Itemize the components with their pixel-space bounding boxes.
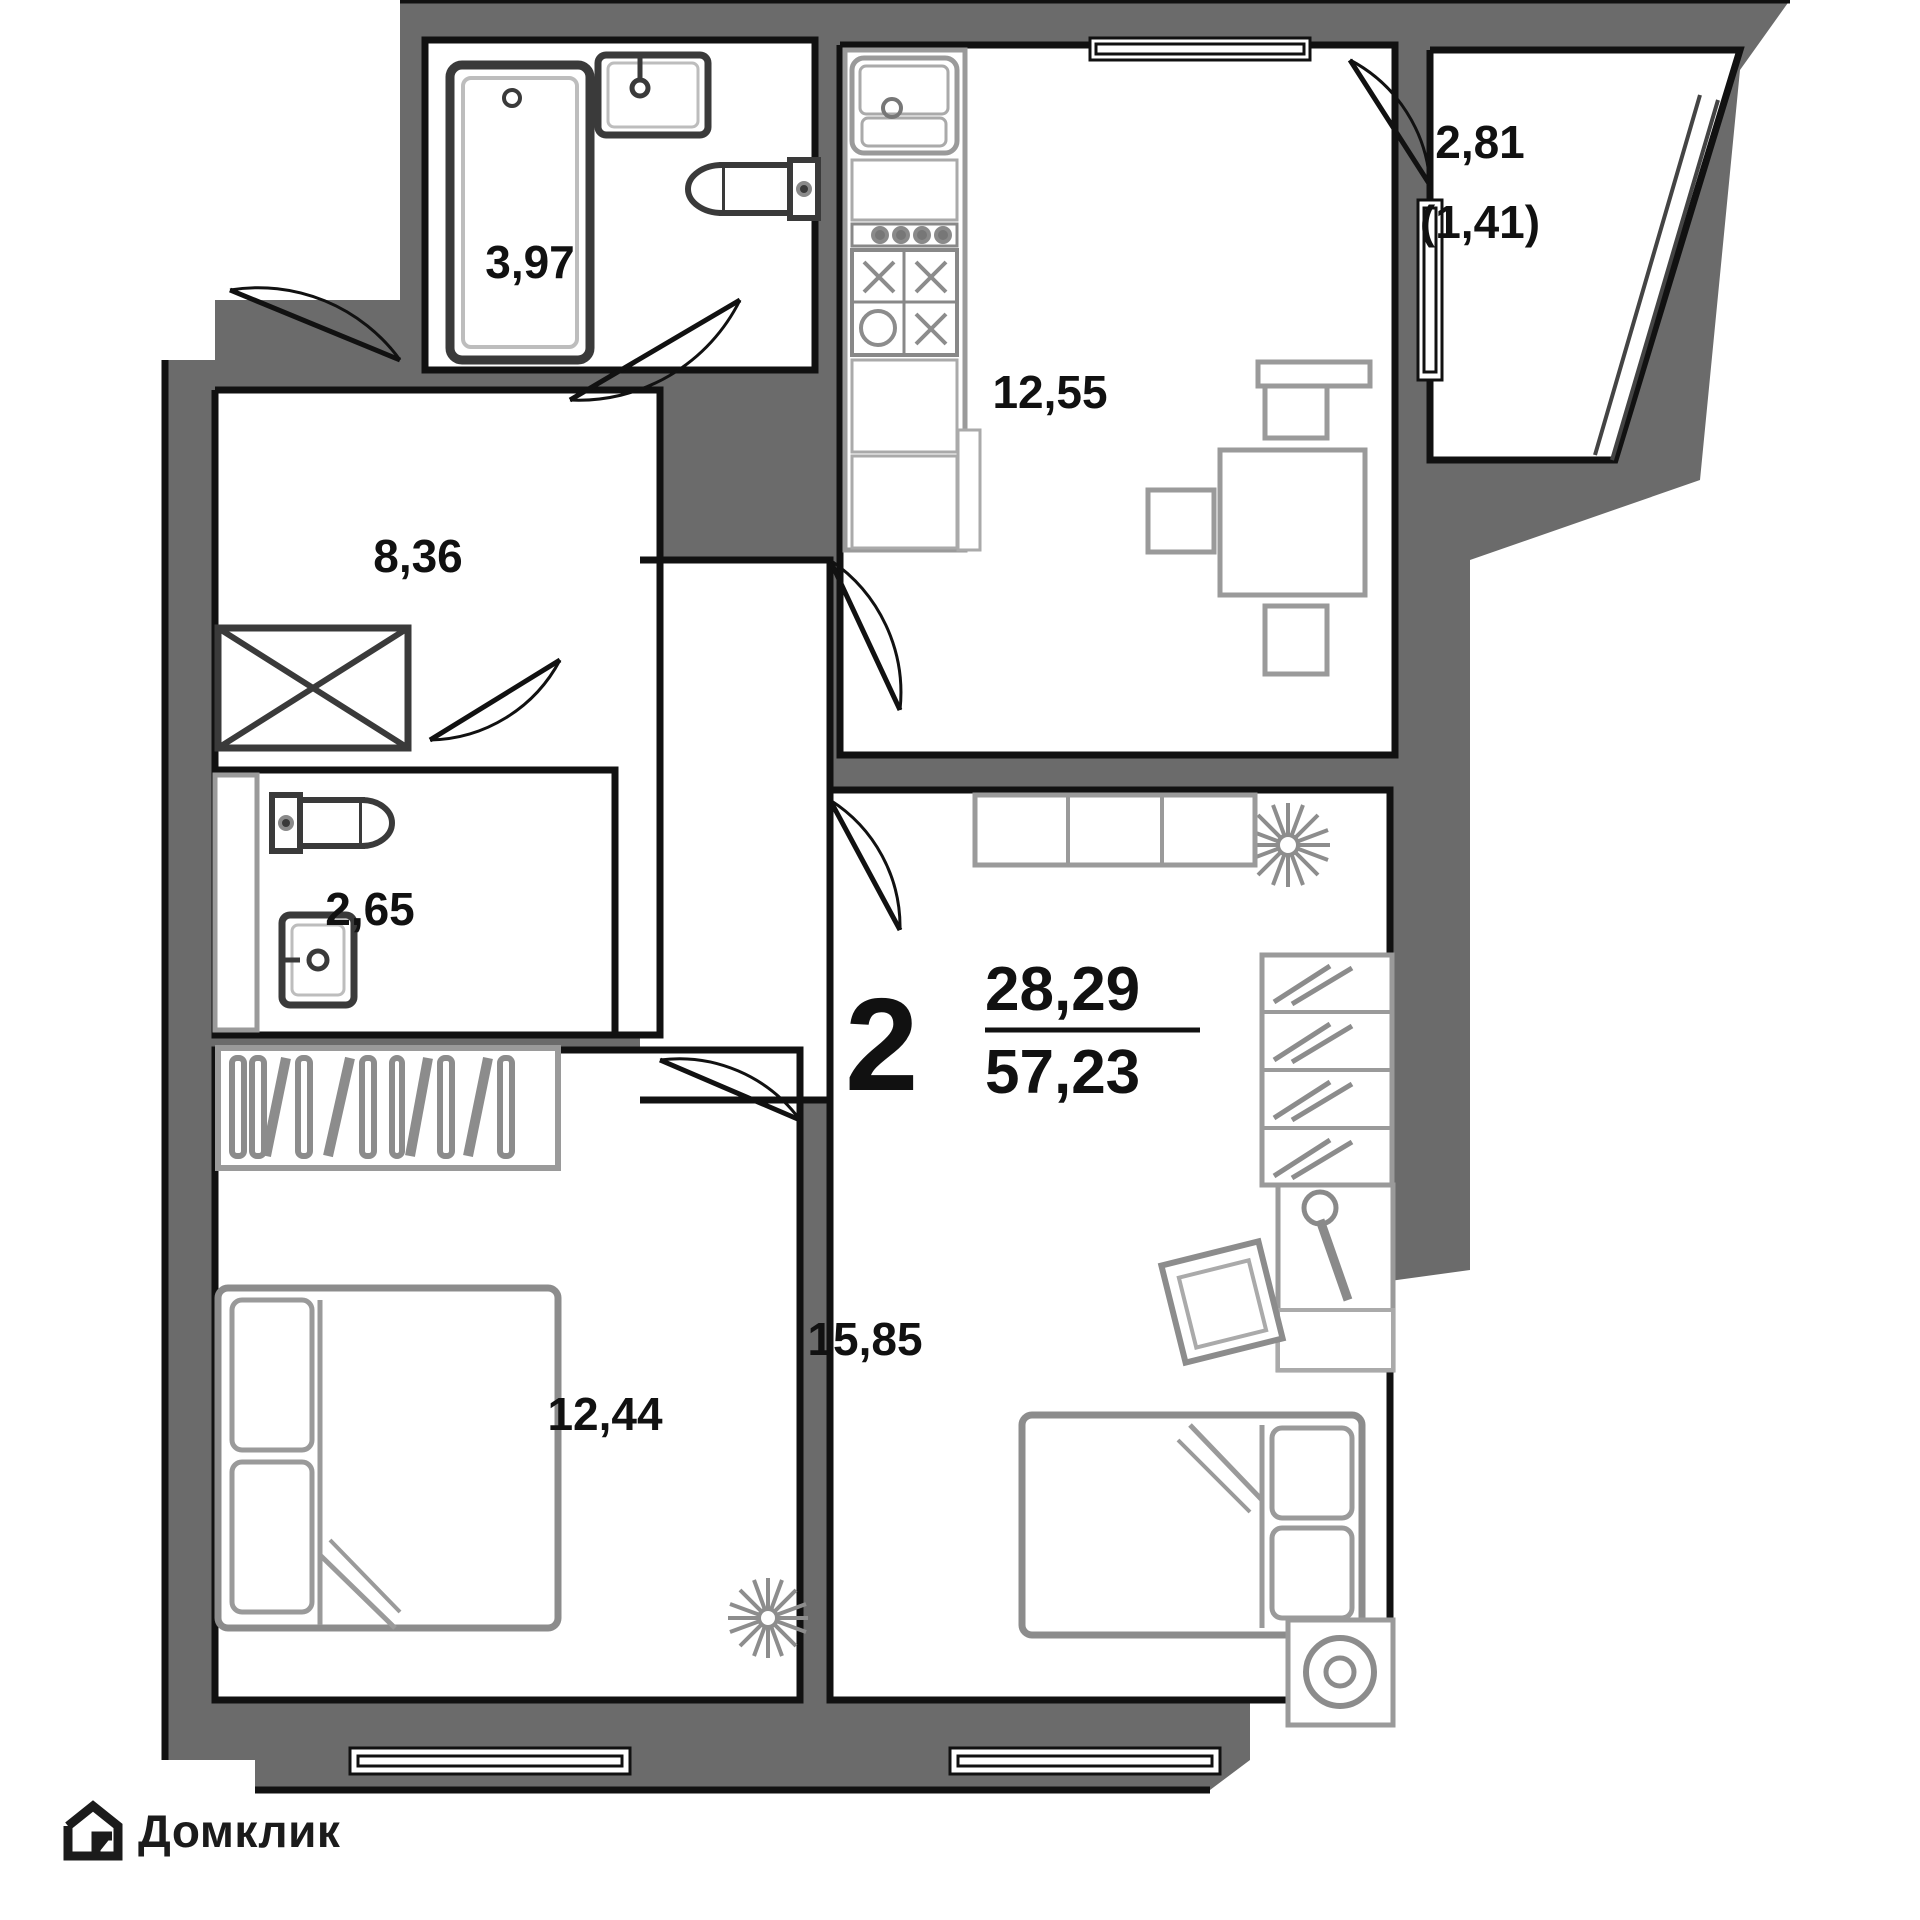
area-label-kitchen-living: 12,55 — [992, 366, 1107, 418]
hall-closet-icon — [214, 624, 412, 752]
total-area-label: 57,23 — [985, 1038, 1140, 1107]
side-table-icon — [1285, 1617, 1396, 1728]
room-interiors — [215, 40, 1740, 1700]
toilet-icon — [685, 157, 821, 221]
area-label-balcony-coeff: (1,41) — [1420, 196, 1540, 248]
area-label-bathroom: 3,97 — [485, 236, 575, 288]
plant-icon — [1246, 803, 1330, 887]
wc-toilet-icon — [269, 792, 395, 854]
area-label-bedroom-left: 12,44 — [547, 1388, 663, 1440]
chair-icon — [1157, 1237, 1287, 1367]
bed-right-icon — [1018, 1411, 1366, 1639]
living-area-label: 28,29 — [985, 955, 1140, 1024]
wardrobe-icon — [215, 1045, 561, 1171]
bathroom-sink-icon — [594, 51, 712, 139]
windows — [348, 36, 1720, 1776]
brand-name: Домклик — [138, 1805, 341, 1857]
plant-icon-2 — [728, 1578, 808, 1658]
area-label-balcony: 2,81 — [1435, 116, 1525, 168]
desk-icon — [1275, 1182, 1396, 1373]
area-labels: 3,97 8,36 2,65 12,55 12,44 15,85 2,81 (1… — [325, 116, 1540, 1440]
brand-logo: Домклик — [62, 1800, 340, 1862]
kitchen-counter-icon — [842, 47, 982, 553]
bed-left-icon — [214, 1284, 562, 1632]
niche-icon — [212, 772, 260, 1033]
summary-block: 2 28,29 57,23 — [845, 955, 1200, 1118]
area-label-wc: 2,65 — [325, 883, 415, 935]
wc-sink-icon — [278, 911, 358, 1009]
shelving-icon — [1259, 952, 1395, 1188]
furniture — [212, 47, 1396, 1728]
bathtub-icon — [445, 60, 595, 365]
cabinet-icon — [972, 792, 1258, 868]
area-label-hall: 8,36 — [373, 530, 463, 582]
rooms-count-label: 2 — [845, 971, 918, 1118]
doors — [229, 58, 1433, 1123]
area-label-bedroom-right: 15,85 — [807, 1313, 922, 1365]
house-logo-icon — [63, 1800, 123, 1861]
dining-set-icon — [1145, 359, 1373, 677]
